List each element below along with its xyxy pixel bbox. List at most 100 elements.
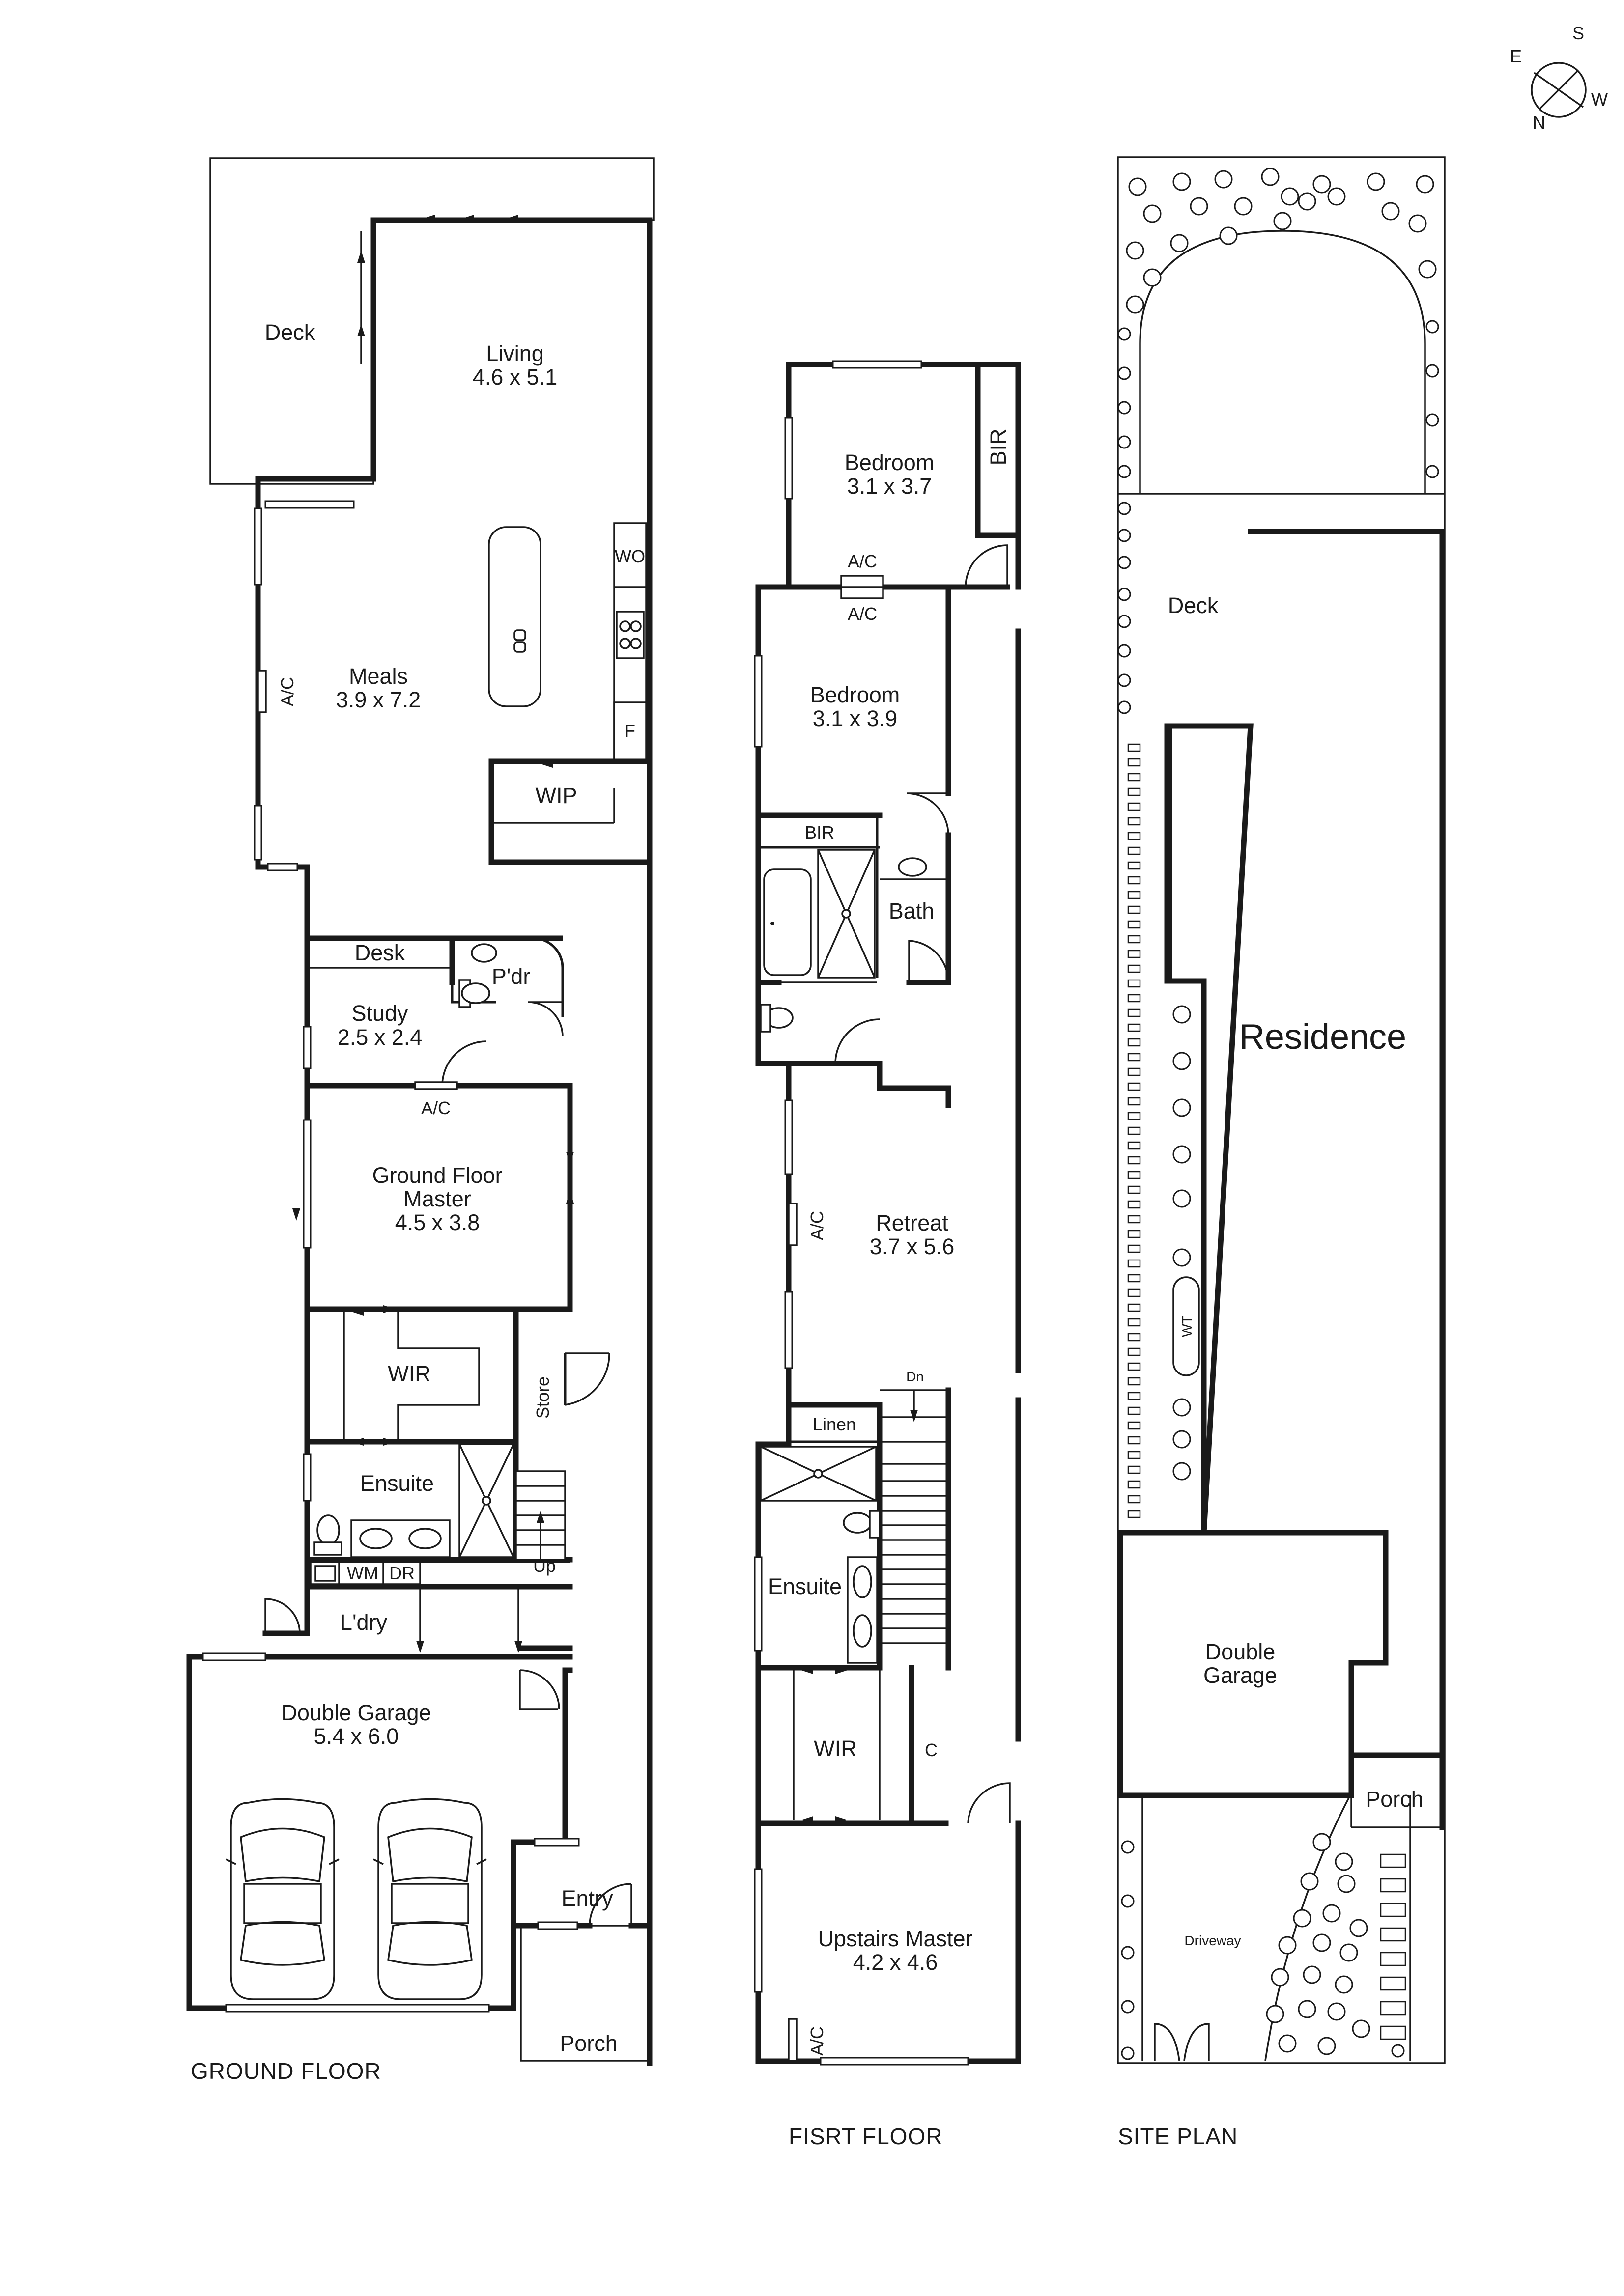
study-dims: 2.5 x 2.4 xyxy=(338,1025,423,1050)
bedroom2-label: Bedroom xyxy=(810,682,900,707)
wir-label: WIR xyxy=(814,1736,856,1761)
ac-meals-label: A/C xyxy=(277,677,297,706)
door-swing xyxy=(967,1782,1011,1824)
master-dims: 4.5 x 3.8 xyxy=(395,1210,480,1235)
window xyxy=(534,1838,580,1847)
laundry-label: L'dry xyxy=(340,1610,388,1635)
store-label: Store xyxy=(533,1376,553,1419)
powder-basin xyxy=(471,943,497,963)
car-icon xyxy=(226,1798,340,2000)
window xyxy=(254,507,262,586)
site-garage-label-1: Double xyxy=(1205,1639,1276,1664)
site-boundary xyxy=(1117,156,1446,2064)
master-label-2: Master xyxy=(403,1186,471,1211)
window xyxy=(784,417,793,500)
porch-outline xyxy=(1348,1752,1445,1830)
wip-wall xyxy=(488,758,653,865)
residence-outline xyxy=(1164,529,1445,1758)
wo-label: WO xyxy=(615,546,645,566)
living-label: Living xyxy=(486,341,544,366)
dr-label: DR xyxy=(389,1563,415,1583)
meals-dims: 3.9 x 7.2 xyxy=(336,687,421,712)
master-label-1: Ground Floor xyxy=(372,1163,502,1188)
ac-unit-master xyxy=(414,1081,458,1090)
door-swing xyxy=(965,544,1008,588)
garden-bed xyxy=(1139,230,1426,494)
door-swing xyxy=(519,1669,560,1710)
compass-rose: E S W N xyxy=(1510,23,1608,133)
ensuite-toilet xyxy=(316,1514,340,1546)
ac-master-label: A/C xyxy=(421,1098,451,1118)
window xyxy=(254,805,262,861)
sliding-door-arrows xyxy=(357,215,587,364)
wir-wall xyxy=(304,1306,573,1563)
water-tank xyxy=(1172,1276,1200,1376)
site-plan: Deck Residence WT Double Garage Porch Dr… xyxy=(1117,156,1446,2149)
fridge-label: F xyxy=(625,721,635,741)
garage-dims: 5.4 x 6.0 xyxy=(314,1724,399,1749)
driveway-label: Driveway xyxy=(1184,1933,1241,1948)
wir-label: WIR xyxy=(388,1361,430,1386)
window xyxy=(267,863,298,871)
door-swing xyxy=(834,1018,880,1064)
wt-label: WT xyxy=(1179,1316,1195,1337)
sink-bowl xyxy=(513,641,526,653)
linen-label: Linen xyxy=(813,1414,856,1434)
ground-floor-title: GROUND FLOOR xyxy=(191,2058,381,2084)
ac-retreat-label: A/C xyxy=(807,1211,827,1240)
bir-mid-label: BIR xyxy=(805,822,834,842)
fridge-space xyxy=(613,701,647,762)
cupboard-label: C xyxy=(925,1740,938,1760)
window xyxy=(537,1921,578,1930)
toilet xyxy=(843,1512,872,1534)
bedroom2-dims: 3.1 x 3.9 xyxy=(813,706,898,731)
compass-w: W xyxy=(1591,89,1608,110)
first-outer-wall xyxy=(755,362,1021,2064)
entry-label: Entry xyxy=(561,1886,613,1911)
cooktop xyxy=(616,611,645,659)
laundry-wall xyxy=(304,1557,573,1636)
bathtub xyxy=(763,868,812,976)
window xyxy=(832,360,922,369)
door-swing xyxy=(908,940,949,983)
retreat-dims: 3.7 x 5.6 xyxy=(870,1234,955,1259)
window xyxy=(784,1099,793,1175)
site-deck-label: Deck xyxy=(1168,593,1219,618)
study-wall xyxy=(304,935,573,1312)
window xyxy=(754,1556,763,1652)
staircase-up xyxy=(515,1470,566,1561)
master-dims: 4.2 x 4.6 xyxy=(853,1950,938,1975)
door-swing xyxy=(441,1040,487,1087)
meals-label: Meals xyxy=(349,664,408,689)
first-floor-plan: Bedroom 3.1 x 3.7 BIR A/C A/C Bedroom 3.… xyxy=(754,360,1021,2149)
bedroom1-dims: 3.1 x 3.7 xyxy=(847,474,932,499)
driveway-gate xyxy=(1154,2023,1210,2061)
car-icon xyxy=(373,1798,487,2000)
bedroom1-label: Bedroom xyxy=(845,450,935,475)
window xyxy=(303,1119,312,1249)
wir-shelving xyxy=(343,1312,480,1442)
window xyxy=(784,1291,793,1369)
ground-outer-wall xyxy=(186,217,653,2066)
bath-basin xyxy=(898,857,927,877)
ensuite-label: Ensuite xyxy=(360,1471,434,1496)
wm-label: WM xyxy=(347,1563,378,1583)
window xyxy=(202,1652,266,1661)
master-label: Upstairs Master xyxy=(818,1926,972,1951)
site-plan-title: SITE PLAN xyxy=(1118,2124,1238,2149)
staircase-down xyxy=(880,1389,948,1644)
ac-top-label: A/C xyxy=(848,551,877,571)
window xyxy=(264,500,355,509)
door-swing xyxy=(528,1001,564,1037)
ground-floor-plan: Deck Living 4.6 x 5.1 Meals 3.9 x 7.2 WO… xyxy=(186,157,655,2084)
door-swing xyxy=(906,792,949,836)
retreat-label: Retreat xyxy=(876,1210,948,1235)
compass-n: N xyxy=(1533,112,1545,133)
ac-unit-retreat xyxy=(788,1203,798,1246)
up-label: Up xyxy=(533,1556,556,1576)
ac-unit-meals xyxy=(257,670,267,713)
living-dims: 4.6 x 5.1 xyxy=(473,364,558,390)
site-porch-label: Porch xyxy=(1366,1787,1424,1812)
dn-label: Dn xyxy=(906,1369,924,1384)
